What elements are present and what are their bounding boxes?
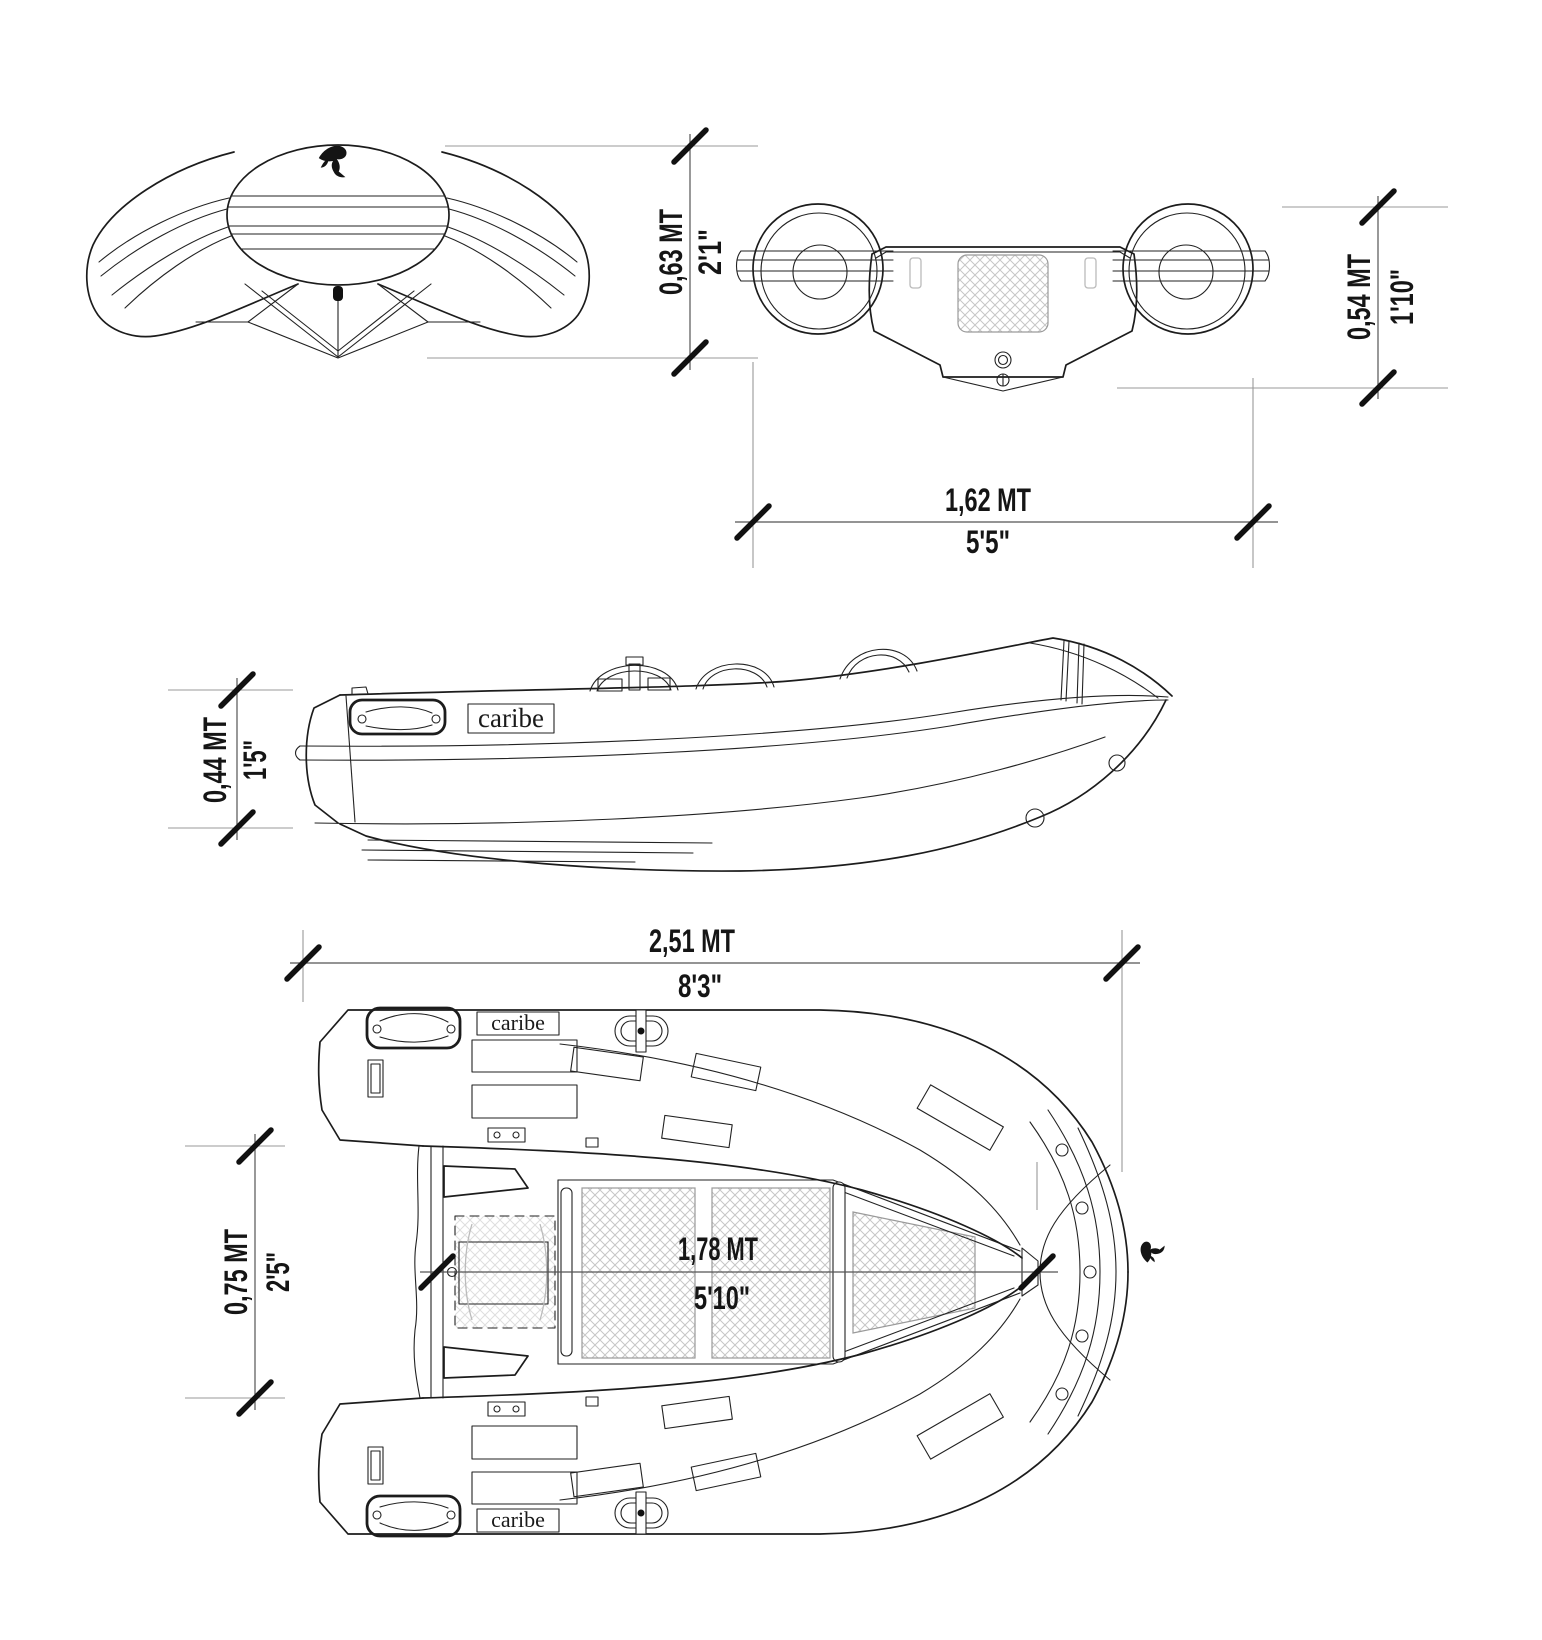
brand-logo-plan-bottom: caribe — [491, 1507, 545, 1532]
dim-stern-height-imperial: 1'10" — [1384, 269, 1420, 325]
dim-beam-imperial: 5'5" — [966, 524, 1010, 560]
brand-plate — [476, 1508, 560, 1533]
side-lifeline-handles — [589, 648, 918, 692]
side-tube-top-edge — [339, 637, 1173, 697]
side-rub-strake — [294, 694, 1169, 761]
rub-pad — [570, 1462, 644, 1498]
dimension-stern-height: 0,54 MT 1'10" — [1117, 188, 1448, 407]
valve-tab — [585, 1396, 599, 1407]
dimension-transom-inner-width: 0,75 MT 2'5" — [185, 1127, 296, 1417]
floor-panel — [581, 1187, 696, 1359]
dim-beam-metric: 1,62 MT — [945, 482, 1031, 518]
seat-pad — [471, 1084, 578, 1119]
stern-transom — [868, 246, 1138, 392]
hull-towing-eye — [1025, 808, 1045, 828]
stern-starboard-tube-end — [1122, 203, 1254, 335]
stern-view-drawing — [735, 203, 1271, 392]
side-hull — [339, 699, 1167, 872]
dimension-overall-length: 2,51 MT 8'3" — [284, 923, 1141, 1172]
dimension-inner-length: 1,78 MT 5'10" — [418, 1162, 1058, 1316]
dim-inner-length-metric: 1,78 MT — [678, 1231, 758, 1267]
rub-pad — [690, 1452, 762, 1492]
stern-port-tube-end — [752, 203, 884, 335]
dim-transom-inner-width-imperial: 2'5" — [260, 1252, 296, 1292]
grab-handle — [365, 1006, 462, 1050]
side-tube-bottom-edge — [314, 736, 1106, 825]
bow-port-tube-lobe — [85, 151, 299, 338]
fitting-plate — [487, 1127, 526, 1143]
plan-bottom-tube-fittings: caribe — [365, 1393, 1004, 1538]
bow-tube-cone — [226, 144, 450, 286]
side-bow-inner-sheer — [1029, 642, 1159, 699]
seat-pad — [471, 1425, 578, 1460]
bow-starboard-tube-lobe — [377, 151, 591, 338]
seat-pad — [471, 1039, 578, 1073]
plan-tube-surface-line-bottom — [559, 1298, 1021, 1501]
rub-pad — [661, 1395, 733, 1430]
rub-pad — [690, 1052, 762, 1092]
floor-panel — [711, 1187, 831, 1359]
rub-pad — [916, 1393, 1004, 1460]
bow-eye-fitting — [333, 286, 343, 301]
oar-slot — [367, 1059, 384, 1098]
dim-tube-diameter-metric: 0,44 MT — [197, 717, 233, 803]
valve-tab — [585, 1137, 599, 1148]
plan-tube-outline-top — [317, 1009, 1129, 1273]
dim-overall-length-imperial: 8'3" — [678, 968, 722, 1004]
side-stern-cap — [305, 686, 369, 824]
rub-pad — [570, 1046, 644, 1082]
stern-tube-strakes — [735, 250, 1271, 282]
dimension-beam: 1,62 MT 5'5" — [734, 362, 1278, 568]
dim-transom-inner-width-metric: 0,75 MT — [218, 1229, 254, 1315]
dim-overall-length-metric: 2,51 MT — [649, 923, 735, 959]
rub-pad — [916, 1084, 1004, 1151]
motor-clamp-bracket — [443, 1165, 529, 1198]
dim-stern-height-metric: 0,54 MT — [1341, 254, 1377, 340]
dim-tube-diameter-imperial: 1'5" — [237, 740, 273, 780]
plan-tube-inner-edge-top — [422, 1145, 1023, 1259]
side-bow-wrap-bands — [1060, 640, 1085, 705]
grab-handle — [365, 1494, 462, 1538]
brand-logo-side: caribe — [478, 703, 544, 733]
side-grab-handle — [348, 698, 447, 736]
fitting-plate — [487, 1401, 526, 1417]
strap-handle — [614, 1491, 669, 1535]
dolphin-logo-icon — [1138, 1240, 1165, 1265]
side-brand-plate: caribe — [467, 703, 555, 734]
plan-tube-inner-edge-bottom — [422, 1285, 1023, 1399]
brand-logo-plan-top: caribe — [491, 1010, 545, 1035]
side-view-drawing: caribe — [294, 637, 1173, 872]
rub-pad — [661, 1114, 733, 1149]
plan-top-tube-fittings: caribe — [365, 1006, 1004, 1151]
brand-plate — [476, 1011, 560, 1036]
side-oarlock — [597, 656, 671, 692]
front-view-drawing — [85, 144, 591, 359]
oar-slot — [367, 1446, 384, 1485]
motor-clamp-bracket — [443, 1346, 529, 1379]
plan-view-drawing: caribe caribe — [317, 1006, 1165, 1538]
dim-bow-height-imperial: 2'1" — [692, 229, 728, 275]
plan-tube-surface-line-top — [559, 1043, 1021, 1246]
strap-handle — [614, 1009, 669, 1053]
dimension-bow-height: 0,63 MT 2'1" — [427, 127, 758, 377]
dim-inner-length-imperial: 5'10" — [694, 1280, 750, 1316]
dimension-tube-diameter: 0,44 MT 1'5" — [168, 671, 293, 847]
plan-tube-outline-bottom — [317, 1271, 1129, 1535]
seat-pad — [471, 1471, 578, 1505]
transom-tread-plate — [957, 254, 1049, 333]
bow-v-hull-keel — [195, 283, 481, 359]
dolphin-logo-icon — [318, 145, 347, 178]
dim-bow-height-metric: 0,63 MT — [653, 209, 689, 295]
bow-tube-strakes — [227, 195, 449, 250]
bow-towing-eye — [1108, 754, 1126, 772]
